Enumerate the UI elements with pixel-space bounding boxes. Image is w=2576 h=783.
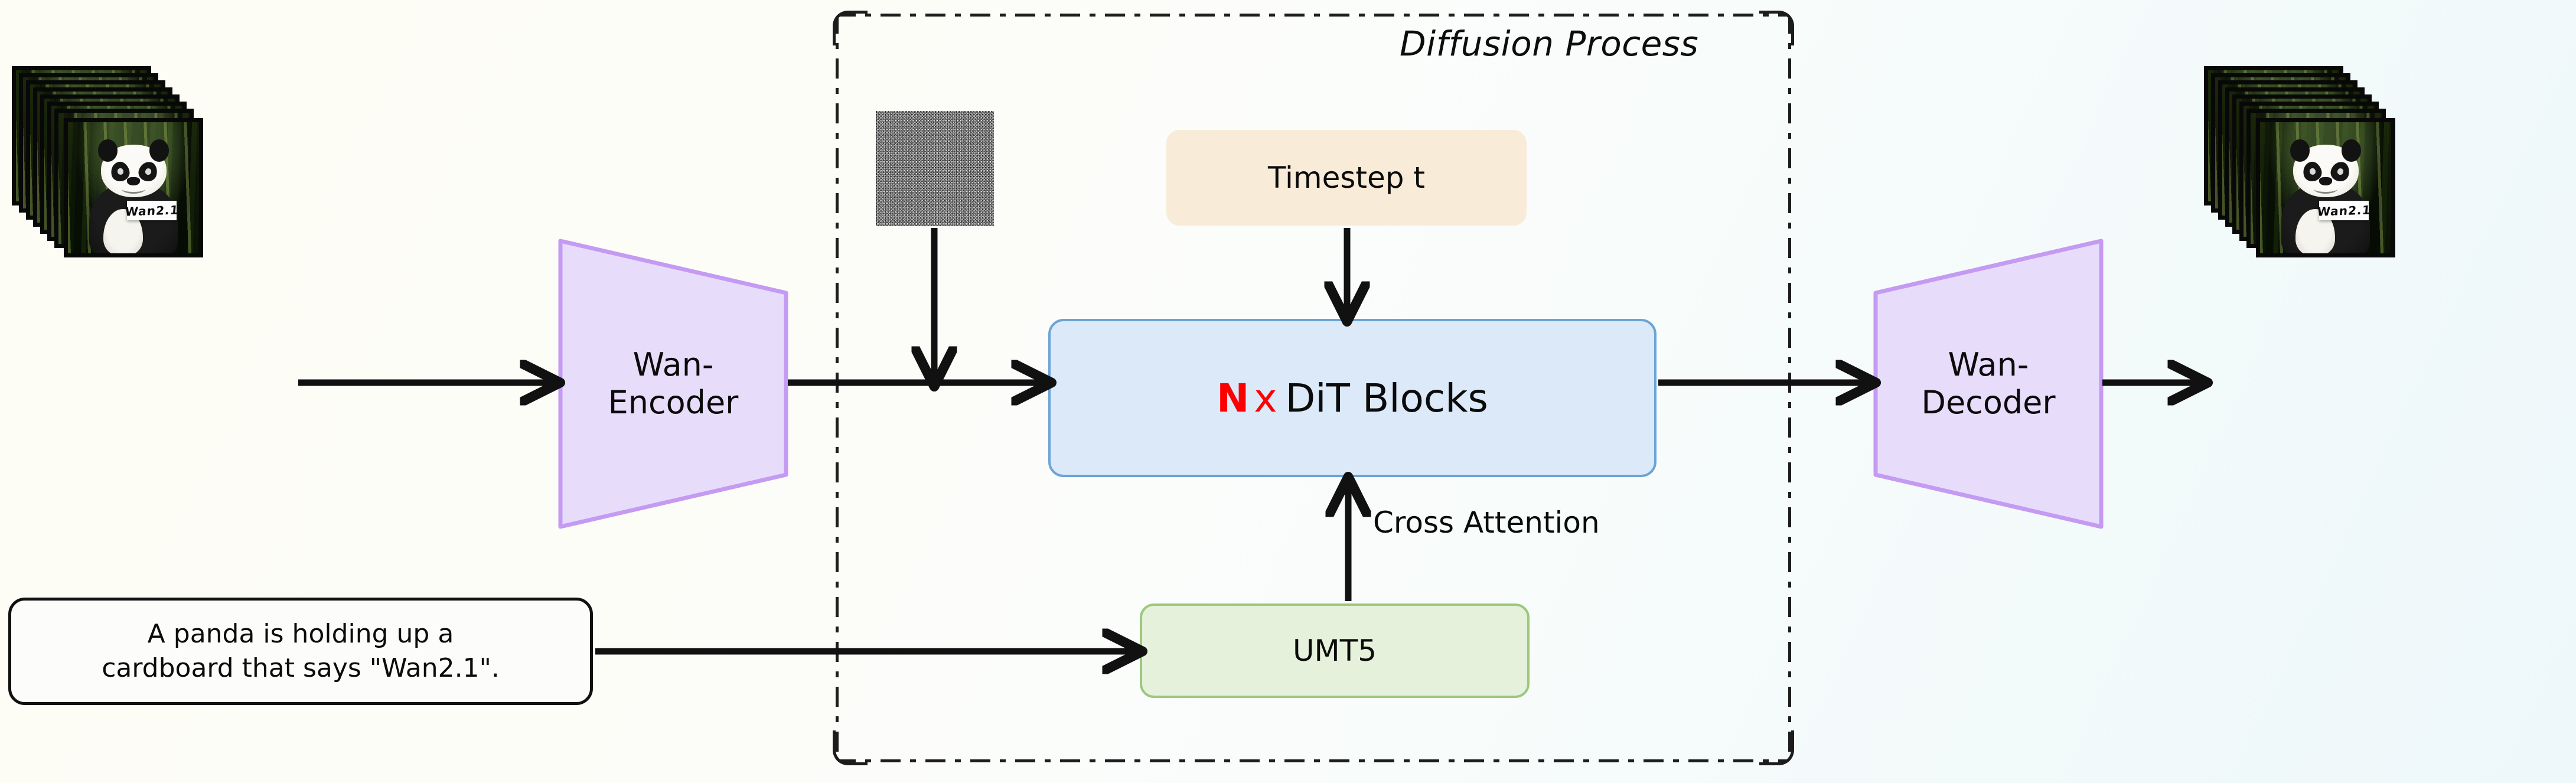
timestep-block[interactable]: Timestep t (1166, 130, 1527, 226)
panda-sign-text: Wan2.1 (2316, 203, 2372, 219)
timestep-label: Timestep t (1267, 161, 1425, 195)
output-video-frames[interactable]: Wan2.1 (2204, 66, 2482, 257)
frame-front: Wan2.1 (2256, 118, 2395, 257)
frame-front: Wan2.1 (64, 118, 203, 257)
panda-sign-card: Wan2.1 (124, 201, 180, 221)
panda-sign-text: Wan2.1 (124, 203, 180, 219)
dit-blocks-label: DiT Blocks (1285, 375, 1488, 421)
umt5-label: UMT5 (1292, 634, 1377, 668)
input-video-frames[interactable]: Wan2.1 (12, 66, 289, 257)
wan-decoder-block[interactable]: Wan- Decoder (1873, 236, 2104, 531)
prompt-line-1: A panda is holding up a (147, 618, 454, 649)
diffusion-process-label: Diffusion Process (1400, 24, 1699, 64)
decoder-shape (1873, 239, 2104, 529)
noise-latent-patch (876, 111, 994, 226)
dit-count-n: N (1217, 375, 1250, 421)
container-corner-top-right (1759, 11, 1794, 45)
prompt-text-box[interactable]: A panda is holding up a cardboard that s… (8, 598, 593, 705)
container-corner-bottom-left (833, 730, 868, 765)
cross-attention-label: Cross Attention (1373, 505, 1600, 540)
encoder-shape (558, 239, 788, 529)
umt5-block[interactable]: UMT5 (1140, 603, 1530, 698)
prompt-line-2: cardboard that says "Wan2.1". (102, 653, 500, 683)
container-corner-top-left (833, 11, 868, 45)
dit-multiply-x: x (1254, 375, 1277, 421)
container-corner-bottom-right (1759, 730, 1794, 765)
panda-sign-card: Wan2.1 (2316, 201, 2372, 221)
wan-encoder-block[interactable]: Wan- Encoder (558, 236, 788, 531)
